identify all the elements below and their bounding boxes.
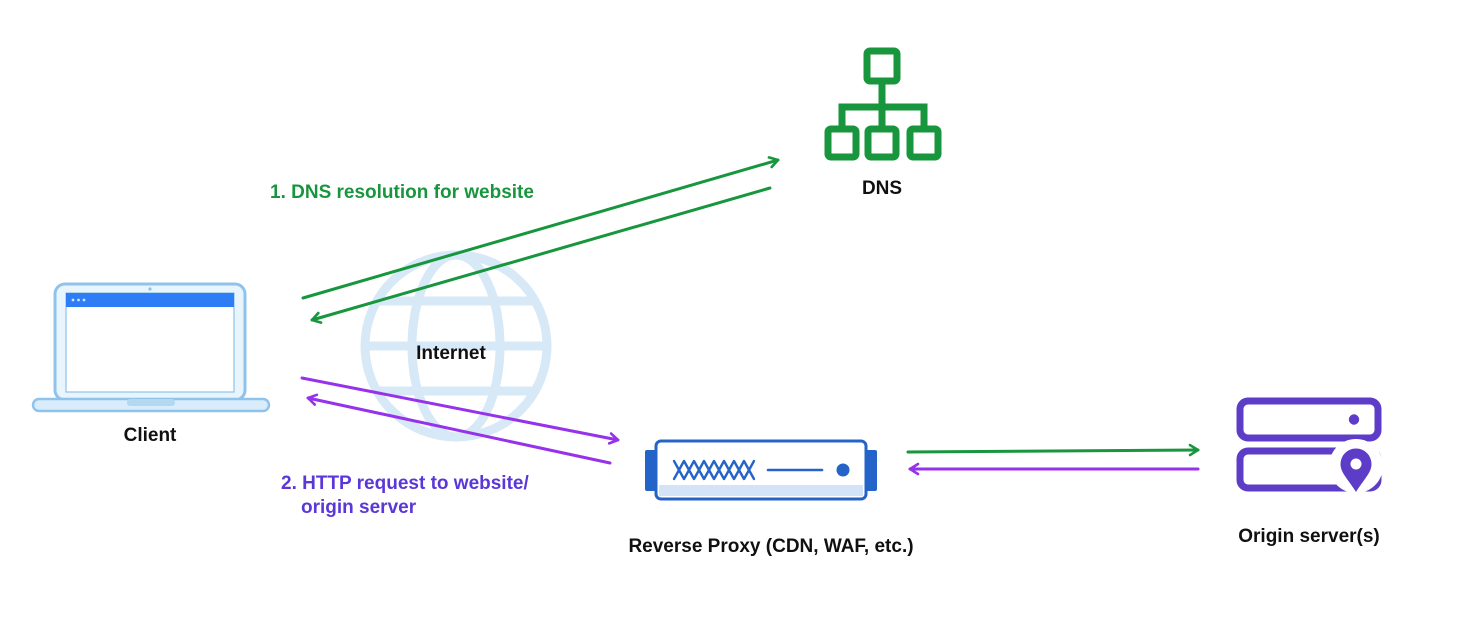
annotation-http-step-line1: 2. HTTP request to website/ bbox=[281, 473, 529, 494]
arrow-client-to-proxy bbox=[300, 376, 620, 445]
dns-label: DNS bbox=[862, 178, 902, 199]
arrow-proxy-to-client bbox=[306, 393, 612, 465]
reverse-proxy-icon bbox=[645, 439, 877, 501]
arrow-dns-to-client bbox=[310, 186, 772, 324]
laptop-base-notch bbox=[127, 399, 175, 406]
origin-servers-icon bbox=[1236, 397, 1383, 493]
internet-label: Internet bbox=[416, 343, 486, 364]
arrow-proxy-to-origin bbox=[906, 443, 1200, 457]
client-laptop-icon bbox=[31, 282, 271, 413]
annotation-dns-step: 1. DNS resolution for website bbox=[270, 182, 534, 203]
dns-tree-icon bbox=[824, 47, 942, 161]
reverse-proxy-label: Reverse Proxy (CDN, WAF, etc.) bbox=[628, 536, 913, 557]
location-pin-icon bbox=[1340, 448, 1372, 492]
annotation-http-step-line2: origin server bbox=[301, 497, 417, 518]
client-label: Client bbox=[124, 425, 177, 446]
origin-label: Origin server(s) bbox=[1238, 526, 1380, 547]
arrow-client-to-dns bbox=[301, 156, 780, 300]
laptop-titlebar bbox=[66, 293, 234, 307]
laptop-camera-dot bbox=[148, 287, 152, 291]
